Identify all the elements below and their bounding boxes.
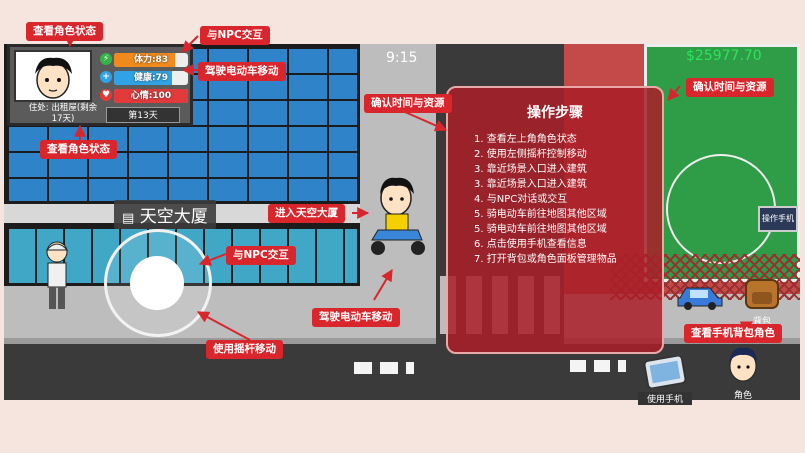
- character-icon: [729, 347, 757, 382]
- use-phone-button[interactable]: 使用手机: [638, 354, 692, 405]
- phone-sign-text: 操作手机: [762, 214, 794, 223]
- phone-sign: 操作手机: [758, 206, 798, 232]
- steps-title: 操作步骤: [527, 105, 583, 121]
- tag-npc-mid: 与NPC交互: [226, 246, 296, 265]
- step-item: 7. 打开背包或角色面板管理物品: [474, 254, 617, 265]
- tag-drive-bottom: 驾驶电动车移动: [312, 308, 400, 327]
- backpack-label: 背包: [752, 317, 771, 327]
- clock: 9:15: [386, 50, 418, 66]
- stamina-label: 体力:83: [133, 55, 169, 65]
- tag-npc-top: 与NPC交互: [200, 26, 270, 45]
- tag-check-status-mid: 查看角色状态: [40, 140, 117, 159]
- residence-label: 住处: 出租屋(剩余17天): [28, 103, 98, 124]
- character-label: 角色: [733, 391, 752, 401]
- steps-list: 1. 查看左上角角色状态 2. 使用左侧摇杆控制移动 3. 靠近场景入口进入建筑…: [474, 132, 662, 267]
- health-label: 健康:79: [133, 73, 169, 83]
- lightning-icon: ⚡: [100, 53, 112, 65]
- step-item: 4. 与NPC对话或交互: [474, 194, 568, 205]
- tag-joystick: 使用摇杆移动: [206, 340, 283, 359]
- stat-fill: [114, 53, 176, 67]
- tag-confirm-time-mid: 确认时间与资源: [364, 94, 452, 113]
- tag-drive-top: 驾驶电动车移动: [198, 62, 286, 81]
- car: [677, 287, 723, 310]
- character-status-panel[interactable]: 住处: 出租屋(剩余17天) 第13天 ⚡ 体力:83 + 健康:79 ♥ 心情…: [7, 44, 193, 126]
- phone-icon: [643, 354, 687, 390]
- tag-enter-building: 进入天空大厦: [268, 204, 345, 223]
- road-marking: [354, 362, 414, 374]
- plus-icon: +: [100, 71, 112, 83]
- step-item: 3. 靠近场景入口进入建筑: [474, 179, 587, 190]
- money: $25977.70: [686, 48, 762, 64]
- backpack-button[interactable]: 背包: [740, 276, 784, 327]
- stamina-stat: ⚡ 体力:83: [100, 53, 194, 67]
- heart-icon: ♥: [100, 89, 112, 101]
- avatar: [14, 50, 92, 102]
- step-item: 5. 骑电动车前往地图其他区域: [474, 224, 607, 235]
- step-item: 1. 查看左上角角色状态: [474, 134, 577, 145]
- operation-steps-panel: 操作步骤 1. 查看左上角角色状态 2. 使用左侧摇杆控制移动 3. 靠近场景入…: [446, 86, 664, 354]
- building-sign: ▤ 天空大厦: [114, 200, 216, 229]
- npc-character[interactable]: [40, 240, 74, 314]
- tag-confirm-time-right: 确认时间与资源: [686, 78, 774, 97]
- building-name: 天空大厦: [139, 207, 208, 227]
- backpack-icon: [745, 279, 779, 309]
- health-stat: + 健康:79: [100, 71, 194, 85]
- day-badge: 第13天: [106, 107, 180, 123]
- sign-icon: ▤: [122, 211, 135, 226]
- stat-fill: [114, 89, 188, 103]
- mood-stat: ♥ 心情:100: [100, 89, 194, 103]
- step-item: 2. 使用左侧摇杆控制移动: [474, 149, 587, 160]
- tag-check-status-top: 查看角色状态: [26, 22, 103, 41]
- character-button[interactable]: 角色: [718, 346, 768, 401]
- mood-label: 心情:100: [130, 91, 172, 101]
- step-item: 3. 靠近场景入口进入建筑: [474, 164, 587, 175]
- joystick-knob[interactable]: [130, 256, 184, 310]
- step-item: 6. 点击使用手机查看信息: [474, 239, 587, 250]
- player-on-scooter[interactable]: [364, 174, 432, 262]
- road-marking: [570, 360, 626, 372]
- stat-fill: [114, 71, 173, 85]
- phone-label: 使用手机: [638, 392, 692, 405]
- tag-check-phone: 查看手机背包角色: [684, 324, 782, 343]
- step-item: 5. 骑电动车前往地图其他区域: [474, 209, 607, 220]
